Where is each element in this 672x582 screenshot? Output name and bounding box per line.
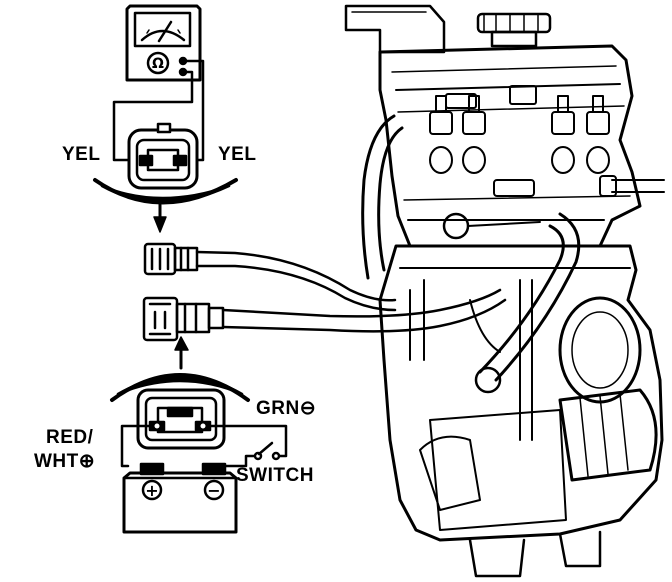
label-grn: GRN⊖ xyxy=(256,398,317,419)
battery-positive-symbol: + xyxy=(145,481,158,500)
label-yel-left: YEL xyxy=(62,144,101,165)
battery-negative-symbol: − xyxy=(207,481,220,500)
meter-lead-negative xyxy=(112,70,194,162)
battery-icon xyxy=(122,462,238,534)
meter-lead-positive xyxy=(181,59,205,162)
wire-switch-to-battery xyxy=(216,454,260,468)
ohmmeter-icon xyxy=(125,4,202,82)
wire-grn xyxy=(208,424,288,458)
wire-upper xyxy=(195,250,397,302)
wire-lower xyxy=(221,288,502,318)
connector-icon xyxy=(127,122,199,190)
ohm-symbol: Ω xyxy=(152,56,164,72)
label-yel-right: YEL xyxy=(218,144,257,165)
connector-icon-lower xyxy=(136,388,226,450)
label-red-wht-line2: WHT⊕ xyxy=(34,451,96,472)
harness-connector-lower xyxy=(142,296,225,342)
wire-red-wht xyxy=(120,424,152,468)
switch-icon xyxy=(253,441,281,461)
label-switch: SWITCH xyxy=(236,465,314,486)
engine-illustration xyxy=(344,4,665,578)
harness-connector-upper xyxy=(143,242,199,276)
label-red-wht-line1: RED/ xyxy=(46,427,94,448)
